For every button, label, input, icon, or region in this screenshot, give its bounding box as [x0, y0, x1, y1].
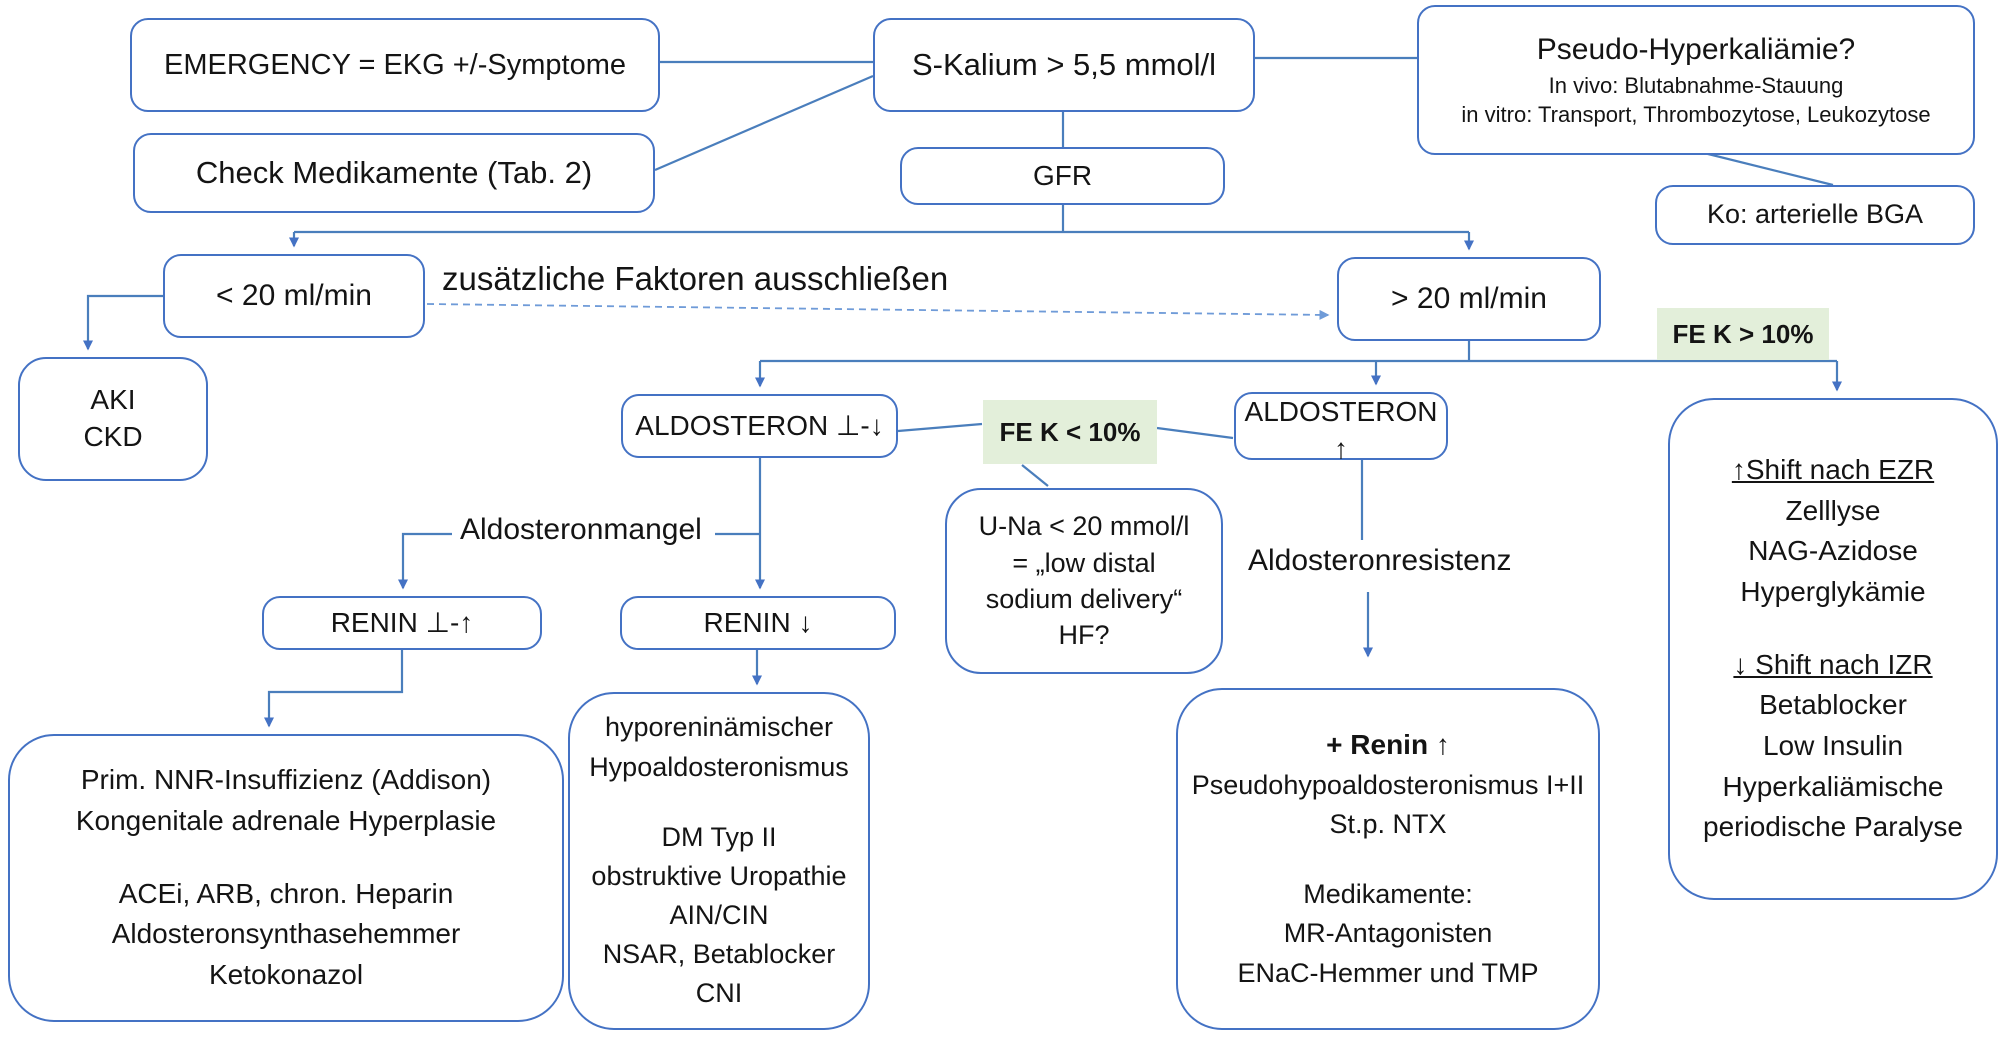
- pseudo-title: Pseudo-Hyperkaliämie?: [1536, 33, 1856, 67]
- conn-fek-aldohigh: [1156, 426, 1234, 440]
- shift-izr-header: ↓ Shift nach IZR: [1733, 648, 1933, 680]
- addison-line2: Kongenitale adrenale Hyperplasie: [75, 805, 497, 837]
- shift-ezr-header: ↑Shift nach EZR: [1731, 454, 1935, 486]
- s-kalium-text: S-Kalium > 5,5 mmol/l: [911, 46, 1217, 82]
- emergency-box: EMERGENCY = EKG +/-Symptome: [130, 18, 660, 112]
- gfr-lt20-box: < 20 ml/min: [163, 254, 425, 338]
- fek-lt10-badge: FE K < 10%: [983, 400, 1157, 464]
- pseudohypoaldosteronismus-box: + Renin ↑ Pseudohypoaldosteronismus I+II…: [1176, 688, 1600, 1030]
- hypo-line7: CNI: [695, 978, 743, 1009]
- u-na-line3: sodium delivery“: [985, 584, 1183, 614]
- shift-box: ↑Shift nach EZR Zelllyse NAG-Azidose Hyp…: [1668, 398, 1998, 900]
- shift-ezr-line1: Zelllyse: [1785, 494, 1881, 526]
- conn-reninlh-addison: [264, 650, 404, 728]
- aldosteron-low-text: ALDOSTERON ⊥-↓: [635, 409, 884, 441]
- check-medikamente-text: Check Medikamente (Tab. 2): [195, 154, 593, 190]
- shift-ezr-line3: Hyperglykämie: [1740, 576, 1926, 608]
- u-na-line4: HF?: [1058, 620, 1110, 651]
- renin-down-text: RENIN ↓: [703, 606, 813, 638]
- aldosteronmangel-label: Aldosteronmangel: [460, 513, 702, 546]
- shift-izr-line3: Hyperkaliämische: [1722, 770, 1944, 802]
- fek-gt10-badge: FE K > 10%: [1657, 308, 1829, 360]
- pha-line3: Medikamente:: [1303, 879, 1473, 910]
- pha-line1: Pseudohypoaldosteronismus I+II: [1191, 769, 1585, 800]
- hypo-line6: NSAR, Betablocker: [602, 939, 836, 970]
- pseudo-hyperkaliaemie-box: Pseudo-Hyperkaliämie? In vivo: Blutabnah…: [1417, 5, 1975, 155]
- renin-low-high-box: RENIN ⊥-↑: [262, 596, 542, 650]
- pseudo-invivo: In vivo: Blutabnahme-Stauung: [1548, 72, 1844, 98]
- gfr-lt20-text: < 20 ml/min: [216, 279, 372, 313]
- shift-izr-line1: Betablocker: [1759, 689, 1907, 721]
- zusaetzliche-faktoren-label: zusätzliche Faktoren ausschließen: [442, 260, 949, 297]
- conn-fek-aldolow: [897, 422, 983, 433]
- addison-line5: Ketokonazol: [208, 958, 364, 990]
- conn-mangel-left: [398, 532, 452, 590]
- aki-text: AKI: [90, 384, 136, 416]
- aldosteronresistenz-label: Aldosteronresistenz: [1248, 544, 1512, 577]
- u-na-box: U-Na < 20 mmol/l = „low distal sodium de…: [945, 488, 1223, 674]
- pseudo-invitro: in vitro: Transport, Thrombozytose, Leuk…: [1461, 102, 1931, 128]
- aki-ckd-box: AKI CKD: [18, 357, 208, 481]
- conn-fek-una: [1021, 464, 1049, 487]
- conn-lt20-aki: [83, 294, 163, 351]
- pha-line4: MR-Antagonisten: [1283, 918, 1493, 949]
- shift-izr-line4: periodische Paralyse: [1703, 811, 1963, 843]
- check-medikamente-box: Check Medikamente (Tab. 2): [133, 133, 655, 213]
- shift-ezr-line2: NAG-Azidose: [1748, 535, 1918, 567]
- conn-dashed-exclusion: [426, 303, 1330, 320]
- conn-check-skalium: [654, 74, 874, 172]
- gfr-gt20-box: > 20 ml/min: [1337, 257, 1601, 341]
- aldosteron-high-text: ALDOSTERON ↑: [1244, 396, 1438, 464]
- emergency-text: EMERGENCY = EKG +/-Symptome: [164, 48, 626, 81]
- s-kalium-box: S-Kalium > 5,5 mmol/l: [873, 18, 1255, 112]
- aldosteron-low-box: ALDOSTERON ⊥-↓: [621, 394, 898, 458]
- gfr-text: GFR: [1032, 159, 1093, 191]
- u-na-line2: = „low distal: [1012, 547, 1156, 578]
- addison-line1: Prim. NNR-Insuffizienz (Addison): [80, 764, 492, 796]
- ko-bga-text: Ko: arterielle BGA: [1706, 199, 1924, 230]
- ko-bga-box: Ko: arterielle BGA: [1655, 185, 1975, 245]
- conn-pseudo-ko: [1699, 150, 1834, 187]
- renin-low-high-text: RENIN ⊥-↑: [330, 606, 474, 638]
- hypo-line3: DM Typ II: [661, 821, 777, 852]
- aldosteron-high-box: ALDOSTERON ↑: [1234, 392, 1448, 464]
- addison-line4: Aldosteronsynthasehemmer: [111, 918, 461, 950]
- pha-line5: ENaC-Hemmer und TMP: [1237, 957, 1539, 988]
- hypo-line5: AIN/CIN: [669, 900, 769, 931]
- addison-line3: ACEi, ARB, chron. Heparin: [118, 877, 454, 909]
- hyporeninaemisch-box: hyporeninämischer Hypoaldosteronismus DM…: [568, 692, 870, 1030]
- shift-izr-line2: Low Insulin: [1762, 729, 1904, 761]
- addison-box: Prim. NNR-Insuffizienz (Addison) Kongeni…: [8, 734, 564, 1022]
- hypo-line2: Hypoaldosteronismus: [589, 751, 849, 782]
- pha-renin-line: + Renin ↑: [1326, 729, 1450, 761]
- u-na-line1: U-Na < 20 mmol/l: [978, 511, 1190, 542]
- gfr-box: GFR: [900, 147, 1225, 205]
- ckd-text: CKD: [83, 421, 143, 452]
- gfr-gt20-text: > 20 ml/min: [1391, 282, 1547, 316]
- hypo-line1: hyporeninämischer: [604, 712, 834, 743]
- hypo-line4: obstruktive Uropathie: [591, 860, 847, 891]
- pha-line2: St.p. NTX: [1329, 809, 1447, 840]
- renin-down-box: RENIN ↓: [620, 596, 896, 650]
